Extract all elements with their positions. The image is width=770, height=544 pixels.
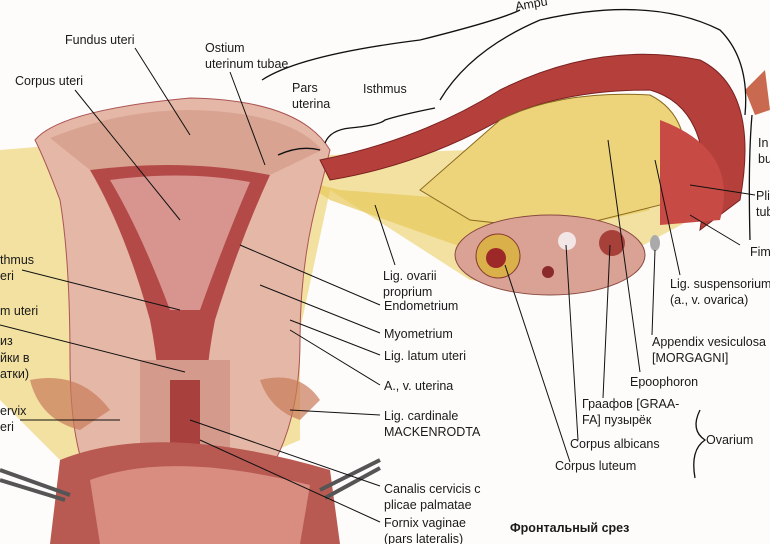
label-left-isthmus-line1: thmus: [0, 253, 35, 267]
label-graaf-line2: FA] пузырёк: [582, 413, 652, 427]
label-corpus-albicans: Corpus albicans: [570, 437, 660, 451]
label-appendix-line2: [MORGAGNI]: [652, 351, 729, 365]
label-canalis-line1: Canalis cervicis c: [384, 482, 481, 496]
label-lig-cardinale-line2: MACKENRODTA: [384, 425, 481, 439]
label-pars-line1: Pars: [292, 81, 318, 95]
label-ostium-line1: Ostium: [205, 41, 245, 55]
label-left-ru-line1: из: [0, 334, 13, 348]
label-corpus-uteri: Corpus uteri: [15, 74, 84, 88]
label-right-plicae-line2: tub: [756, 205, 770, 219]
label-pars-line2: uterina: [292, 97, 331, 111]
label-lig-ovarii-line2: proprium: [383, 285, 433, 299]
label-lig-susp-line1: Lig. suspensorium: [670, 277, 770, 291]
label-lig-susp-line2: (a., v. ovarica): [670, 293, 749, 307]
label-endometrium: Endometrium: [384, 299, 459, 313]
label-right-plicae-line1: Pli: [756, 189, 770, 203]
label-left-isthmus-line2: eri: [0, 269, 14, 283]
label-lig-ovarii-line1: Lig. ovarii: [383, 269, 437, 283]
label-graaf-line1: Граафов [GRAA-: [582, 397, 680, 411]
label-isthmus: Isthmus: [363, 82, 407, 96]
label-canalis-line2: plicae palmatae: [384, 498, 472, 512]
label-lig-latum: Lig. latum uteri: [384, 349, 466, 363]
label-corpus-luteum: Corpus luteum: [555, 459, 637, 473]
label-right-fimbriae: Fim: [750, 245, 770, 259]
label-left-ru-line2: йки в: [0, 351, 30, 365]
label-myometrium: Myometrium: [384, 327, 453, 341]
label-fundus-uteri: Fundus uteri: [65, 33, 135, 47]
caption-frontal-section: Фронтальный срез: [510, 521, 630, 535]
label-right-infund-line2: bu: [758, 152, 770, 166]
label-epoophoron: Epoophoron: [630, 375, 699, 389]
label-fornix-line1: Fornix vaginae: [384, 516, 466, 530]
label-lig-cardinale-line1: Lig. cardinale: [384, 409, 459, 423]
label-a-v-uterina: A., v. uterina: [384, 379, 454, 393]
label-appendix-line1: Appendix vesiculosa: [652, 335, 766, 349]
label-ovarium: Ovarium: [706, 433, 754, 447]
label-left-cavum: m uteri: [0, 304, 39, 318]
label-right-infund-line1: In: [758, 136, 769, 150]
label-left-ru-line3: атки): [0, 367, 30, 381]
label-left-cervix-line1: ervix: [0, 404, 27, 418]
label-fornix-line2: (pars lateralis): [384, 532, 464, 544]
label-ostium-line2: uterinum tubae: [205, 57, 289, 71]
label-left-cervix-line2: eri: [0, 420, 14, 434]
